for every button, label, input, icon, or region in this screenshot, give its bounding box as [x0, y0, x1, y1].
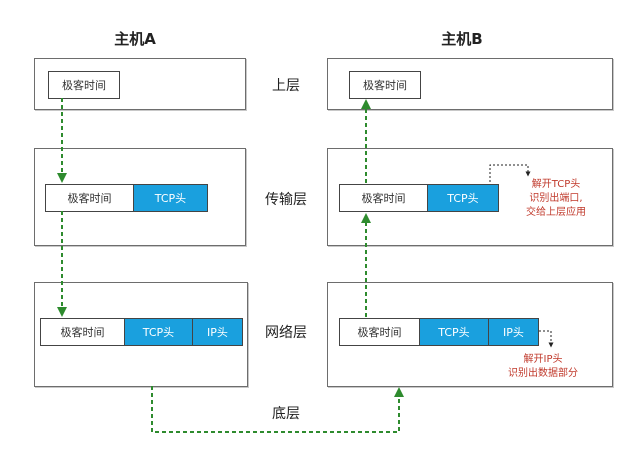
- host-b-title: 主机B: [441, 30, 483, 48]
- data-segment: 极客时间: [340, 319, 419, 345]
- host-a-upper-packet: 极客时间: [48, 71, 120, 99]
- host-a-title: 主机A: [114, 30, 156, 48]
- note-line: 交给上层应用: [526, 207, 586, 218]
- ip-header-segment: IP头: [488, 319, 538, 345]
- note-line: 解开IP头: [523, 354, 563, 365]
- data-segment: 极客时间: [350, 72, 420, 98]
- data-segment: 极客时间: [340, 185, 427, 211]
- host-b-upper-packet: 极客时间: [349, 71, 421, 99]
- layer-label-transport: 传输层: [265, 192, 307, 208]
- tcp-header-segment: TCP头: [124, 319, 192, 345]
- transport-b-note: 解开TCP头 识别出端口, 交给上层应用: [516, 178, 596, 220]
- tcp-header-segment: TCP头: [427, 185, 498, 211]
- host-a-network-packet: 极客时间 TCP头 IP头: [40, 318, 243, 346]
- note-line: 识别出端口,: [529, 193, 583, 204]
- arrow-bottom-link: [151, 386, 404, 433]
- data-segment: 极客时间: [49, 72, 119, 98]
- pointer-tcp-note: [489, 164, 531, 182]
- tcp-header-segment: TCP头: [133, 185, 207, 211]
- note-line: 识别出数据部分: [508, 368, 578, 379]
- layer-label-bottom: 底层: [272, 406, 300, 422]
- note-line: 解开TCP头: [531, 179, 581, 190]
- host-b-network-packet: 极客时间 TCP头 IP头: [339, 318, 539, 346]
- layer-label-network: 网络层: [265, 325, 307, 341]
- pointer-ip-note: [539, 330, 554, 348]
- data-segment: 极客时间: [41, 319, 124, 345]
- layer-label-upper: 上层: [272, 78, 300, 94]
- tcp-header-segment: TCP头: [419, 319, 488, 345]
- host-b-transport-packet: 极客时间 TCP头: [339, 184, 499, 212]
- network-b-note: 解开IP头 识别出数据部分: [498, 353, 588, 381]
- ip-header-segment: IP头: [192, 319, 242, 345]
- host-a-transport-packet: 极客时间 TCP头: [45, 184, 208, 212]
- data-segment: 极客时间: [46, 185, 133, 211]
